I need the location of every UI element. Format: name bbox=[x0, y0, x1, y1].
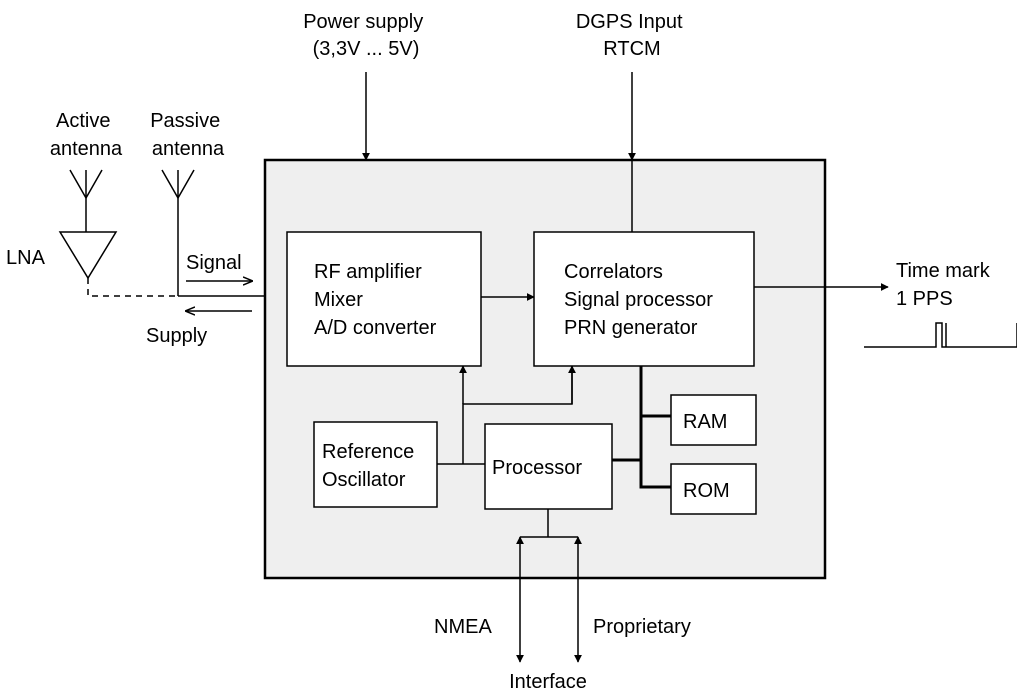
ram-text: RAM bbox=[683, 411, 727, 433]
lna-amplifier-icon bbox=[58, 231, 118, 280]
time-mark-label: Time mark 1 PPS bbox=[896, 260, 995, 310]
active-antenna-label: Active antenna bbox=[50, 110, 123, 160]
processor-block bbox=[484, 423, 613, 510]
passive-antenna-icon bbox=[161, 169, 195, 296]
rom-text: ROM bbox=[683, 480, 730, 502]
reference-oscillator-block bbox=[313, 421, 438, 508]
interface-label: Interface bbox=[509, 671, 587, 693]
processor-text: Processor bbox=[492, 457, 582, 479]
proprietary-label: Proprietary bbox=[593, 616, 691, 638]
correlators-block bbox=[533, 231, 755, 367]
reference-oscillator-text: Reference Oscillator bbox=[322, 441, 420, 491]
rf-amplifier-block bbox=[286, 231, 482, 367]
power-supply-label: Power supply (3,3V ... 5V) bbox=[303, 11, 429, 60]
lna-dashed-line bbox=[87, 278, 178, 297]
pps-pulse-icon bbox=[864, 322, 1017, 348]
rom-block bbox=[670, 463, 757, 515]
receiver-module bbox=[263, 158, 827, 580]
lna-label: LNA bbox=[6, 247, 46, 269]
signal-label: Signal bbox=[186, 252, 242, 274]
active-antenna-icon bbox=[69, 169, 103, 232]
rf-amplifier-text: RF amplifier Mixer A/D converter bbox=[314, 261, 437, 339]
dgps-input-label: DGPS Input RTCM bbox=[576, 11, 688, 60]
supply-label: Supply bbox=[146, 325, 207, 347]
passive-antenna-label: Passive antenna bbox=[150, 110, 226, 160]
memory-bus bbox=[612, 366, 671, 489]
nmea-label: NMEA bbox=[434, 616, 492, 638]
interface-lines bbox=[520, 509, 578, 538]
ram-block bbox=[670, 394, 757, 446]
correlators-text: Correlators Signal processor PRN generat… bbox=[564, 261, 719, 339]
